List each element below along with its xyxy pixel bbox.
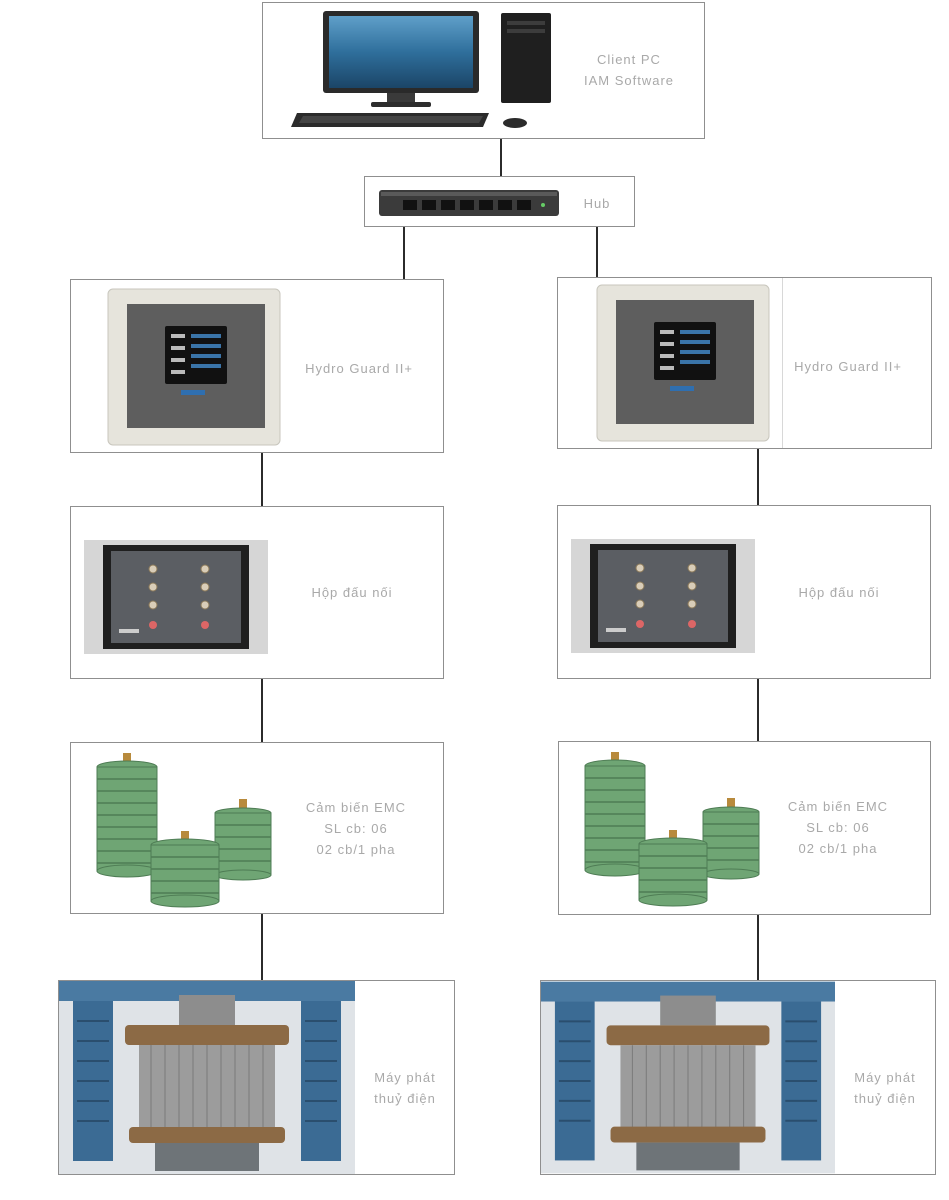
right-sensor-node[interactable]: Cảm biến EMC SL cb: 06 02 cb/1 pha <box>558 741 931 915</box>
left-sensor-label-line-3: 02 cb/1 pha <box>316 842 396 857</box>
left-monitor-node[interactable]: Hydro Guard II+ <box>70 279 444 453</box>
right-monitor-node[interactable]: Hydro Guard II+ <box>557 277 932 449</box>
hub-node[interactable]: Hub <box>364 176 635 227</box>
emc-sensors-icon <box>96 753 272 908</box>
hub-label: Hub <box>583 196 611 211</box>
left-sensor-label-line-1: Cảm biến EMC <box>305 800 407 815</box>
hydro-generator-icon <box>541 981 835 1174</box>
left-sensor-node[interactable]: Cảm biến EMC SL cb: 06 02 cb/1 pha <box>70 742 444 914</box>
connector-right-junction-sensor <box>757 679 759 741</box>
left-generator-node[interactable]: Máy phát thuỷ điện <box>58 980 455 1175</box>
right-generator-label: Máy phát thuỷ điện <box>835 1067 935 1109</box>
left-generator-label-line-1: Máy phát <box>374 1070 436 1085</box>
client-pc-node[interactable]: Client PC IAM Software <box>262 2 705 139</box>
right-sensor-label-line-2: SL cb: 06 <box>806 820 870 835</box>
desktop-computer-icon <box>291 11 551 128</box>
left-generator-label-line-2: thuỷ điện <box>374 1091 436 1106</box>
right-generator-node[interactable]: Máy phát thuỷ điện <box>540 980 936 1175</box>
client-pc-label-line-1: Client PC <box>597 52 661 67</box>
right-sensor-label-line-3: 02 cb/1 pha <box>798 841 878 856</box>
connector-right-sensor-generator <box>757 915 759 980</box>
junction-box-icon <box>571 539 755 653</box>
left-generator-label: Máy phát thuỷ điện <box>355 1067 455 1109</box>
monitoring-panel-icon <box>107 288 281 446</box>
client-pc-label-line-2: IAM Software <box>583 73 675 88</box>
right-generator-label-line-2: thuỷ điện <box>854 1091 916 1106</box>
right-monitor-divider <box>782 278 783 448</box>
hydro-generator-icon <box>59 981 355 1174</box>
right-sensor-label-line-1: Cảm biến EMC <box>787 799 889 814</box>
junction-box-icon <box>84 540 268 654</box>
emc-sensors-icon <box>584 752 760 907</box>
network-switch-icon <box>379 190 559 216</box>
monitoring-panel-icon <box>596 284 770 442</box>
connector-pc-hub <box>500 139 502 176</box>
left-junction-node[interactable]: Hộp đấu nối <box>70 506 444 679</box>
right-generator-label-line-1: Máy phát <box>854 1070 916 1085</box>
right-monitor-label: Hydro Guard II+ <box>794 359 902 374</box>
client-pc-label: Client PC IAM Software <box>567 49 691 91</box>
connector-hub-right <box>596 227 598 279</box>
left-monitor-label: Hydro Guard II+ <box>305 361 413 376</box>
left-sensor-label: Cảm biến EMC SL cb: 06 02 cb/1 pha <box>277 797 435 860</box>
connector-left-junction-sensor <box>261 679 263 742</box>
right-junction-node[interactable]: Hộp đấu nối <box>557 505 931 679</box>
left-junction-label: Hộp đấu nối <box>311 585 393 600</box>
connector-left-sensor-generator <box>261 914 263 980</box>
right-sensor-label: Cảm biến EMC SL cb: 06 02 cb/1 pha <box>759 796 917 859</box>
left-sensor-label-line-2: SL cb: 06 <box>324 821 388 836</box>
connector-hub-left <box>403 227 405 279</box>
right-junction-label: Hộp đấu nối <box>798 585 880 600</box>
connector-left-monitor-junction <box>261 453 263 506</box>
connector-right-monitor-junction <box>757 449 759 505</box>
